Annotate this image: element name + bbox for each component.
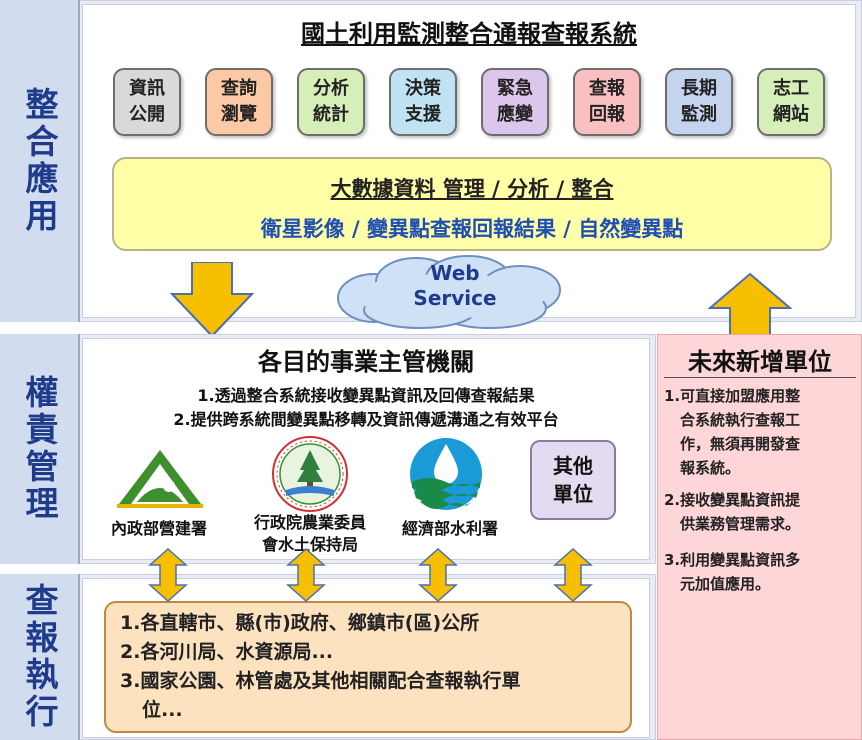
arrow-up-icon bbox=[708, 272, 792, 337]
double-arrow-icon bbox=[553, 548, 593, 602]
execution-line-1: 1.各直轄市、縣(市)政府、鄉鎮市(區)公所 bbox=[120, 612, 480, 634]
future-units-panel bbox=[657, 334, 862, 740]
soil-conservation-logo-icon bbox=[272, 436, 348, 512]
integration-side-label: 整合應用 bbox=[0, 0, 80, 322]
button-analysis-stats[interactable]: 分析統計 bbox=[297, 68, 365, 136]
execution-line-4: 位... bbox=[142, 699, 183, 721]
big-data-box: 大數據資料 管理 / 分析 / 整合 衛星影像 / 變異點查報回報結果 / 自然… bbox=[112, 157, 832, 251]
button-info-public[interactable]: 資訊公開 bbox=[113, 68, 181, 136]
big-data-sources: 衛星影像 / 變異點查報回報結果 / 自然變異點 bbox=[260, 217, 684, 241]
future-title-divider bbox=[664, 377, 856, 378]
future-item-2: 2.接收變異點資訊提 供業務管理需求。 bbox=[664, 491, 801, 533]
authority-point-1: 1.透過整合系統接收變異點資訊及回傳查報結果 bbox=[197, 386, 535, 405]
execution-side-text: 查報執行 bbox=[20, 583, 59, 731]
org-soil-conservation-label: 行政院農業委員 會水土保持局 bbox=[253, 513, 366, 554]
execution-units-box: 1.各直轄市、縣(市)政府、鄉鎮市(區)公所 2.各河川局、水資源局... 3.… bbox=[104, 601, 632, 733]
authority-side-label: 權責管理 bbox=[0, 334, 80, 564]
execution-line-2: 2.各河川局、水資源局... bbox=[120, 641, 334, 663]
big-data-heading: 大數據資料 管理 / 分析 / 整合 bbox=[330, 177, 614, 201]
arrow-down-icon bbox=[170, 262, 254, 338]
org-water-resources-label: 經濟部水利署 bbox=[401, 519, 498, 538]
org-construction-label: 內政部營建署 bbox=[110, 519, 207, 538]
double-arrow-icon bbox=[148, 548, 188, 602]
water-resources-logo-icon bbox=[410, 438, 482, 510]
system-title: 國土利用監測整合通報查報系統 bbox=[301, 20, 637, 48]
authority-side-text: 權責管理 bbox=[20, 375, 59, 523]
future-units-title: 未來新增單位 bbox=[688, 348, 832, 376]
double-arrow-icon bbox=[418, 548, 458, 602]
web-service-cloud-icon bbox=[337, 255, 561, 329]
other-units-box: 其他單位 bbox=[530, 440, 616, 520]
button-long-term-monitor[interactable]: 長期監測 bbox=[665, 68, 733, 136]
web-service-label-2: Service bbox=[413, 286, 497, 310]
execution-side-label: 查報執行 bbox=[0, 574, 80, 740]
construction-logo-icon bbox=[117, 450, 203, 508]
web-service-label-1: Web bbox=[430, 261, 480, 285]
authority-title: 各目的事業主管機關 bbox=[258, 348, 474, 376]
authority-point-2: 2.提供跨系統間變異點移轉及資訊傳遞溝通之有效平台 bbox=[173, 410, 559, 429]
future-item-1: 1.可直接加盟應用整 合系統執行查報工 作，無須再開發查 報系統。 bbox=[664, 387, 801, 477]
button-decision-support[interactable]: 決策支援 bbox=[389, 68, 457, 136]
button-report-return[interactable]: 查報回報 bbox=[573, 68, 641, 136]
execution-line-3: 3.國家公園、林管處及其他相關配合查報執行單 bbox=[120, 670, 521, 692]
button-volunteer-site[interactable]: 志工網站 bbox=[757, 68, 825, 136]
button-query-browse[interactable]: 查詢瀏覽 bbox=[205, 68, 273, 136]
double-arrow-icon bbox=[286, 548, 326, 602]
integration-side-text: 整合應用 bbox=[20, 87, 59, 235]
button-emergency-response[interactable]: 緊急應變 bbox=[481, 68, 549, 136]
future-item-3: 3.利用變異點資訊多 元加值應用。 bbox=[664, 551, 801, 593]
